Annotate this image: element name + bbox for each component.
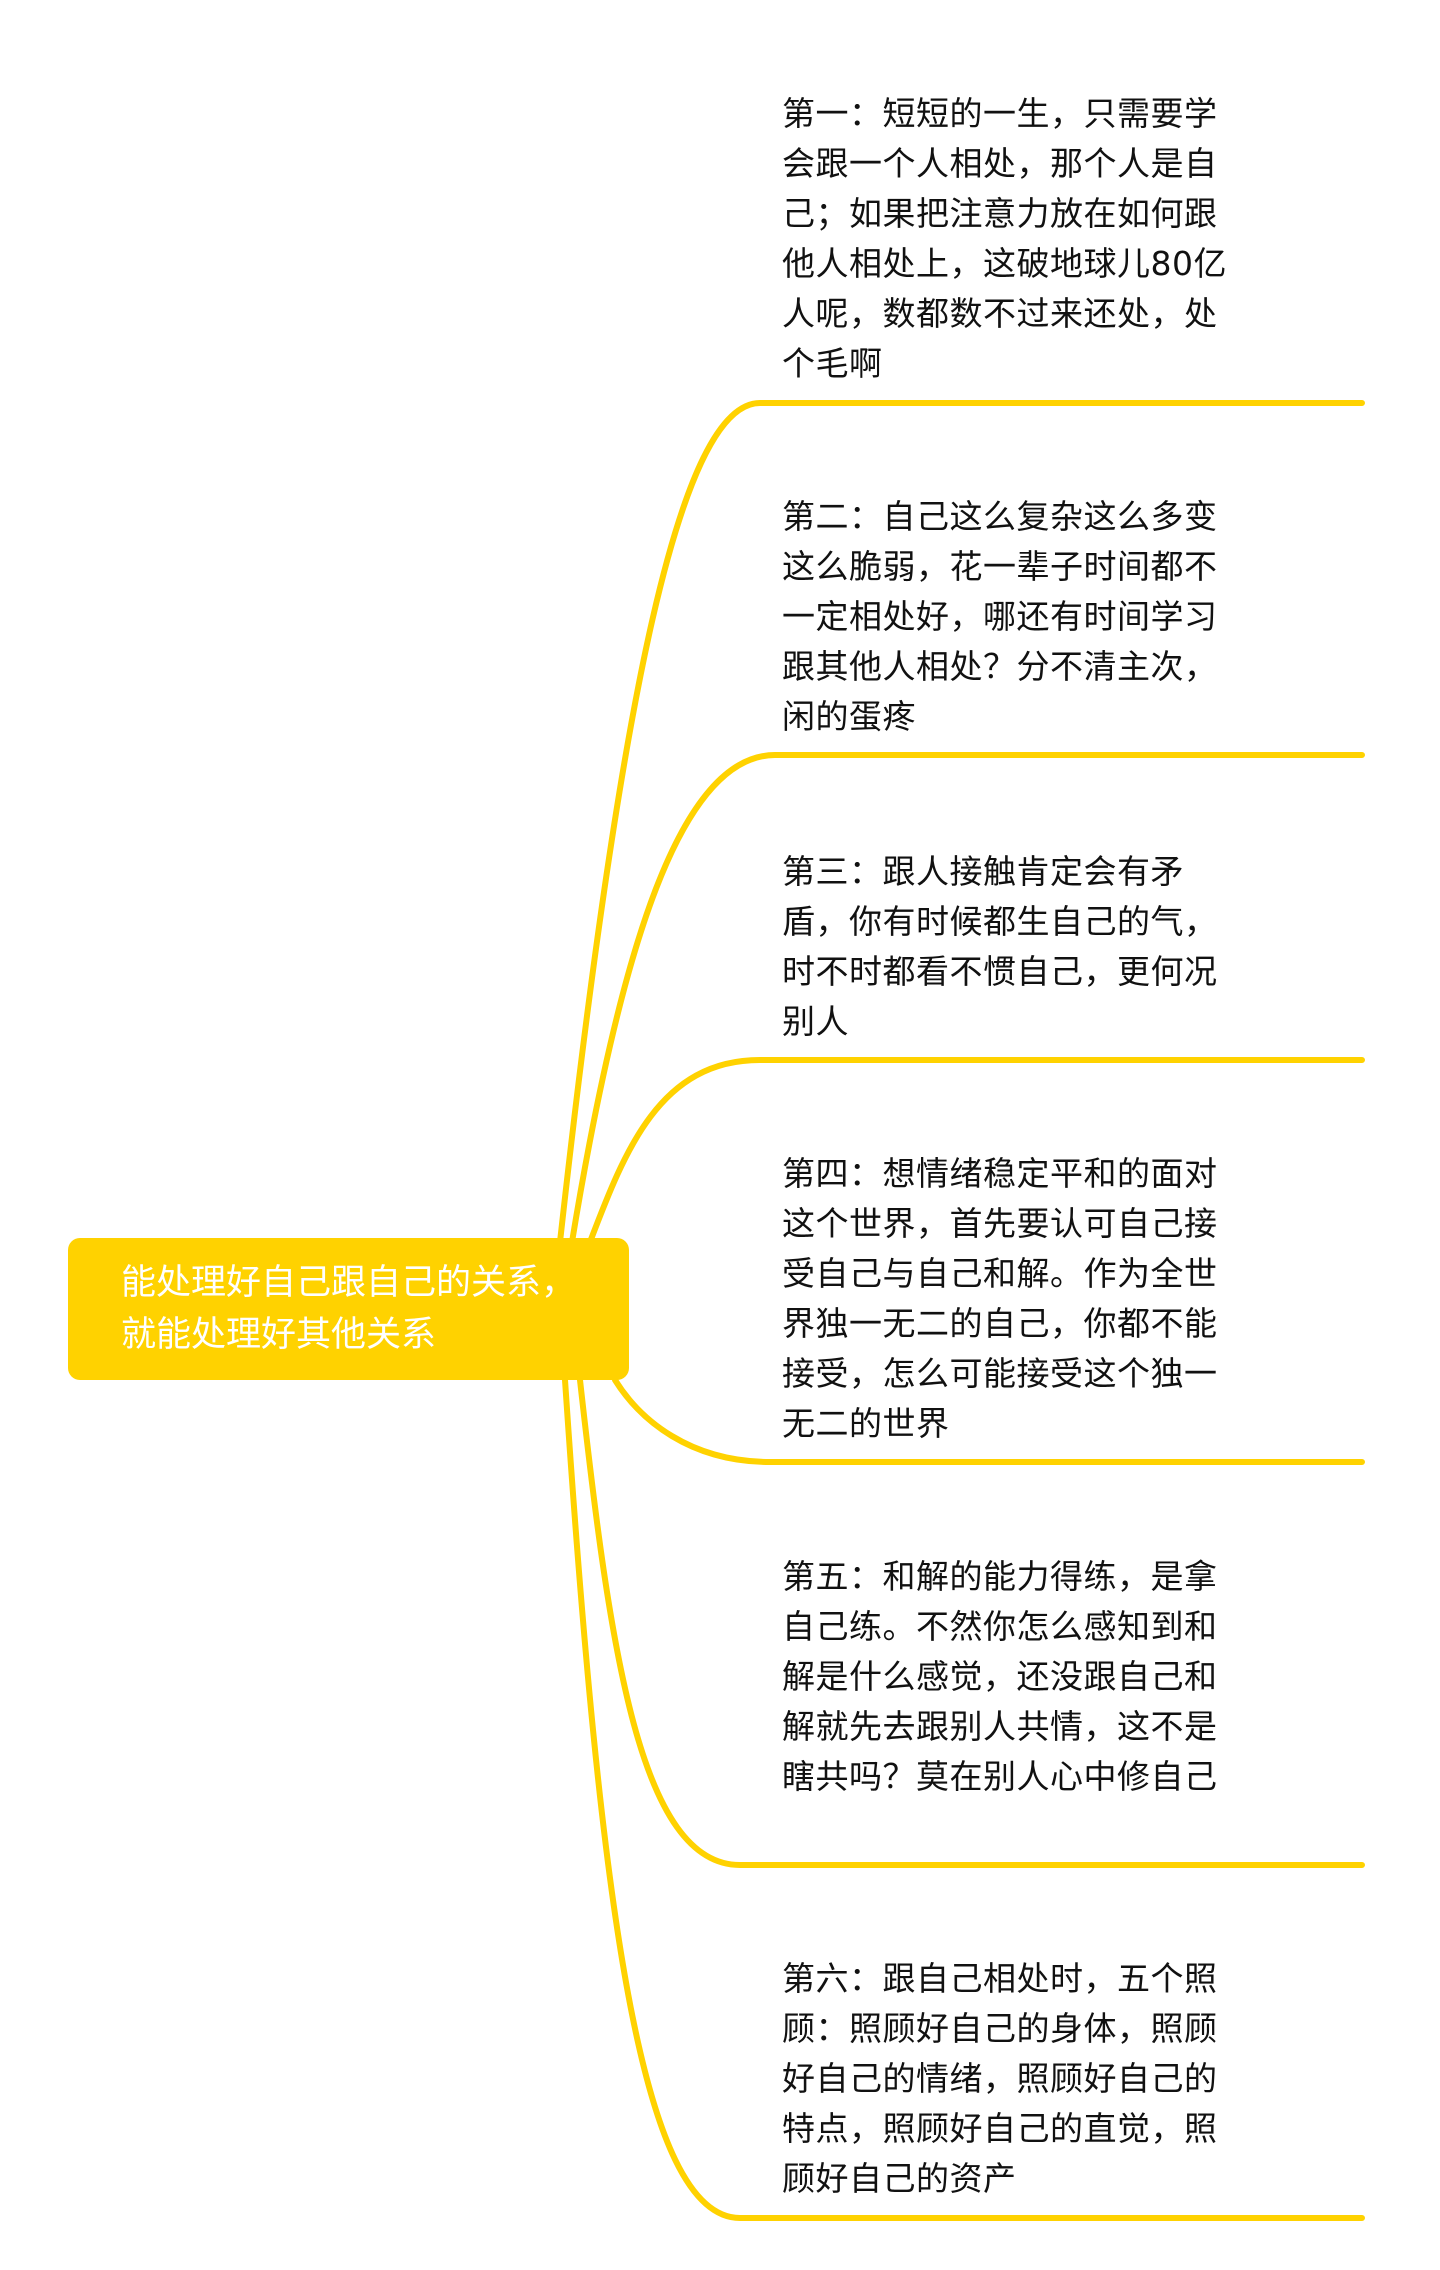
branch-node-1[interactable]: 第一：短短的一生，只需要学会跟一个人相处，那个人是自己；如果把注意力放在如何跟他…	[782, 94, 1227, 383]
root-node-label: 能处理好自己跟自己的关系，就能处理好其他关系	[121, 1263, 577, 1355]
root-node[interactable]: 能处理好自己跟自己的关系，就能处理好其他关系	[68, 1238, 629, 1380]
connector-branch-1	[557, 400, 1365, 1245]
branch-node-6[interactable]: 第六：跟自己相处时，五个照顾：照顾好自己的身体，照顾好自己的情绪，照顾好自己的特…	[782, 1959, 1218, 2198]
branch-node-4[interactable]: 第四：想情绪稳定平和的面对这个世界，首先要认可自己接受自己与自己和解。作为全世界…	[782, 1154, 1218, 1443]
branch-node-5[interactable]: 第五：和解的能力得练，是拿自己练。不然你怎么感知到和解是什么感觉，还没跟自己和解…	[782, 1557, 1218, 1796]
connector-branch-6	[562, 1377, 1365, 2221]
branch-node-2[interactable]: 第二：自己这么复杂这么多变这么脆弱，花一辈子时间都不一定相处好，哪还有时间学习跟…	[782, 497, 1218, 736]
connector-branch-4	[612, 1377, 1365, 1465]
connector-branch-2	[569, 752, 1365, 1245]
connector-branch-5	[577, 1377, 1365, 1868]
branch-node-3[interactable]: 第三：跟人接触肯定会有矛盾，你有时候都生自己的气，时不时都看不惯自己，更何况别人	[782, 852, 1218, 1041]
connector-branch-3	[587, 1057, 1365, 1245]
